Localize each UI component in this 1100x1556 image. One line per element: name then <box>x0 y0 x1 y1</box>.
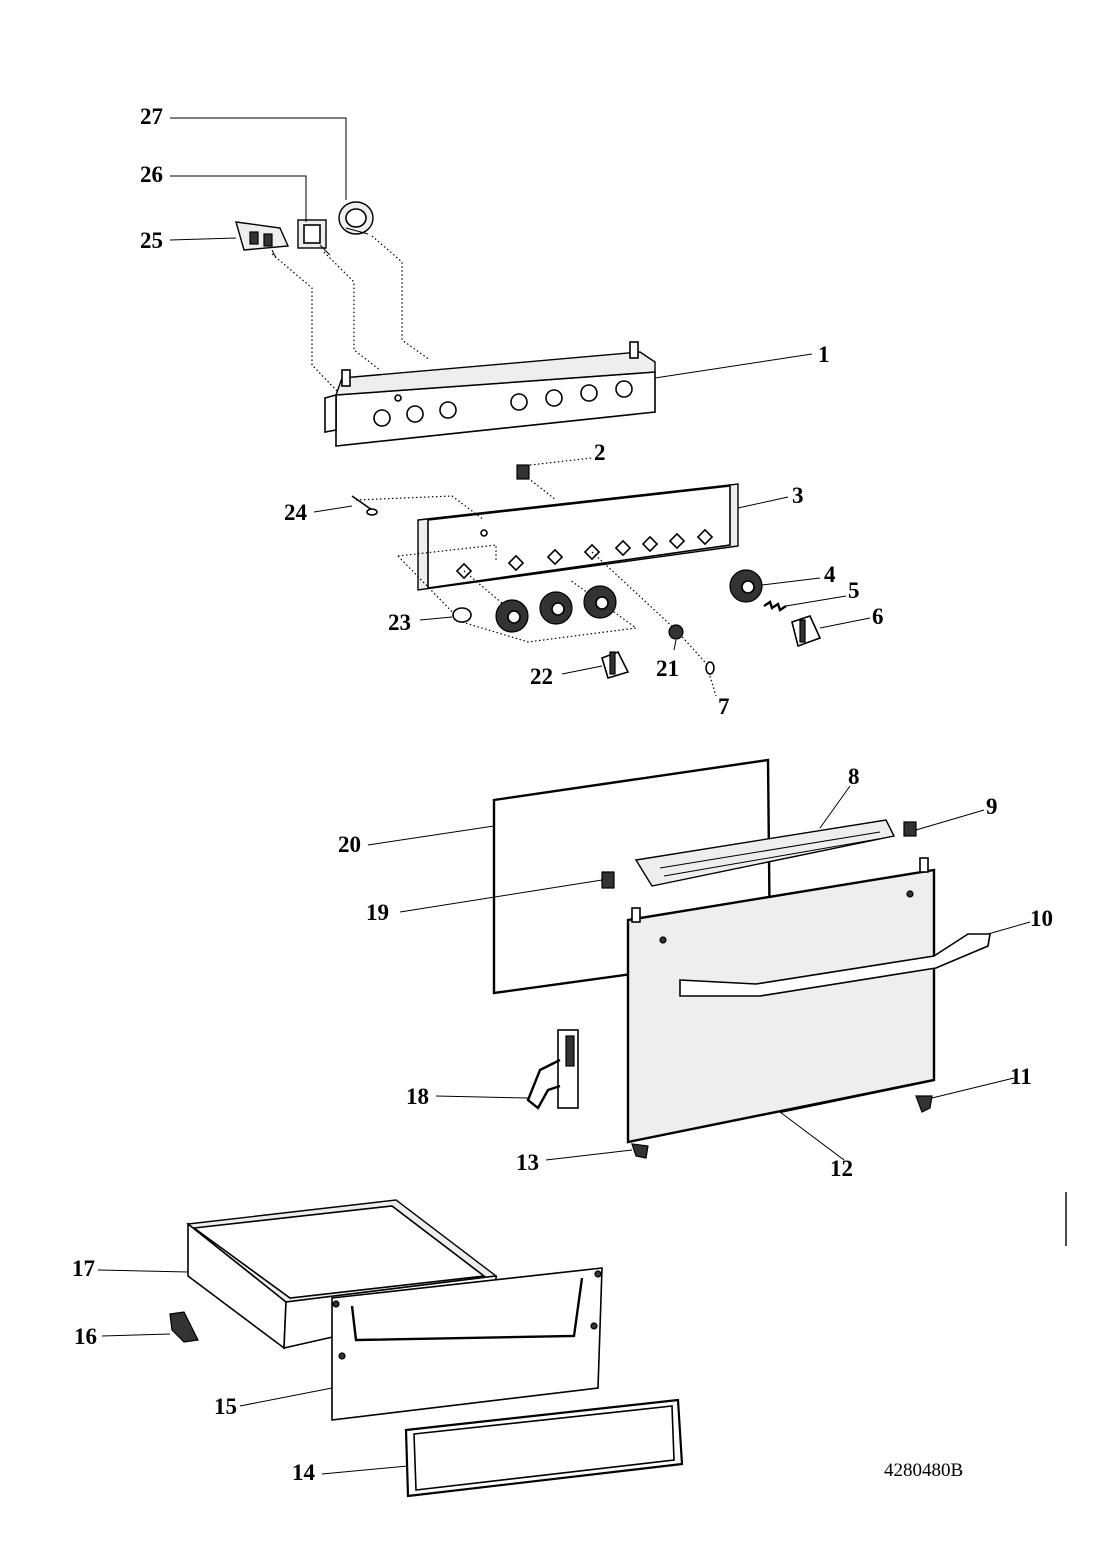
callout-1: 1 <box>818 342 830 367</box>
callout-18: 18 <box>406 1084 429 1109</box>
callout-3: 3 <box>792 483 804 508</box>
part-21-microswitch <box>668 624 684 640</box>
callout-6: 6 <box>872 604 884 629</box>
callout-21: 21 <box>656 656 679 681</box>
callout-2: 2 <box>594 440 606 465</box>
callout-26: 26 <box>140 162 163 187</box>
part-14-drawer-panel <box>404 1398 684 1498</box>
callout-8: 8 <box>848 764 860 789</box>
part-2-lamp-holder <box>516 457 593 501</box>
callout-9: 9 <box>986 794 998 819</box>
part-9-hinge-clip <box>903 821 917 837</box>
callout-7: 7 <box>718 694 730 719</box>
callout-22: 22 <box>530 664 553 689</box>
callout-12: 12 <box>830 1156 853 1181</box>
part-13-door-foot <box>631 1143 649 1159</box>
callout-17: 17 <box>72 1256 95 1281</box>
part-15-drawer-front <box>331 1267 603 1421</box>
callout-16: 16 <box>74 1324 97 1349</box>
callout-20: 20 <box>338 832 361 857</box>
part-7-spring-clip <box>705 661 717 697</box>
part-1-control-panel <box>324 341 656 447</box>
part-26-switch <box>297 219 331 256</box>
part-12-outer-door <box>626 857 936 1144</box>
part-6-knob <box>791 615 822 648</box>
callout-19: 19 <box>366 900 389 925</box>
part-18-hinge <box>526 1029 579 1110</box>
callout-27: 27 <box>140 104 163 129</box>
part-25-terminal-block <box>235 221 290 259</box>
part-27-thermostat <box>338 201 374 235</box>
part-16-drawer-runner <box>169 1311 199 1343</box>
callout-23: 23 <box>388 610 411 635</box>
part-8-door-vent <box>634 819 896 887</box>
callout-24: 24 <box>284 500 308 525</box>
callout-25: 25 <box>140 228 163 253</box>
callout-14: 14 <box>292 1460 316 1485</box>
callout-5: 5 <box>848 578 860 603</box>
part-22-knobs-bezels <box>495 585 630 679</box>
part-10-handle <box>679 933 991 997</box>
callout-13: 13 <box>516 1150 539 1175</box>
callout-11: 11 <box>1010 1064 1032 1089</box>
part-11-door-foot <box>915 1095 933 1113</box>
part-4-bezel <box>729 569 763 603</box>
part-5-spring <box>763 600 787 612</box>
part-24-bulb <box>351 495 378 516</box>
callout-10: 10 <box>1030 906 1053 931</box>
drawing-code: 4280480B <box>884 1460 963 1481</box>
callout-4: 4 <box>824 562 836 587</box>
part-19-hinge-clip <box>601 871 615 889</box>
part-23-lamp-cover <box>452 607 472 623</box>
callout-15: 15 <box>214 1394 237 1419</box>
part-3-control-fascia <box>417 483 739 591</box>
